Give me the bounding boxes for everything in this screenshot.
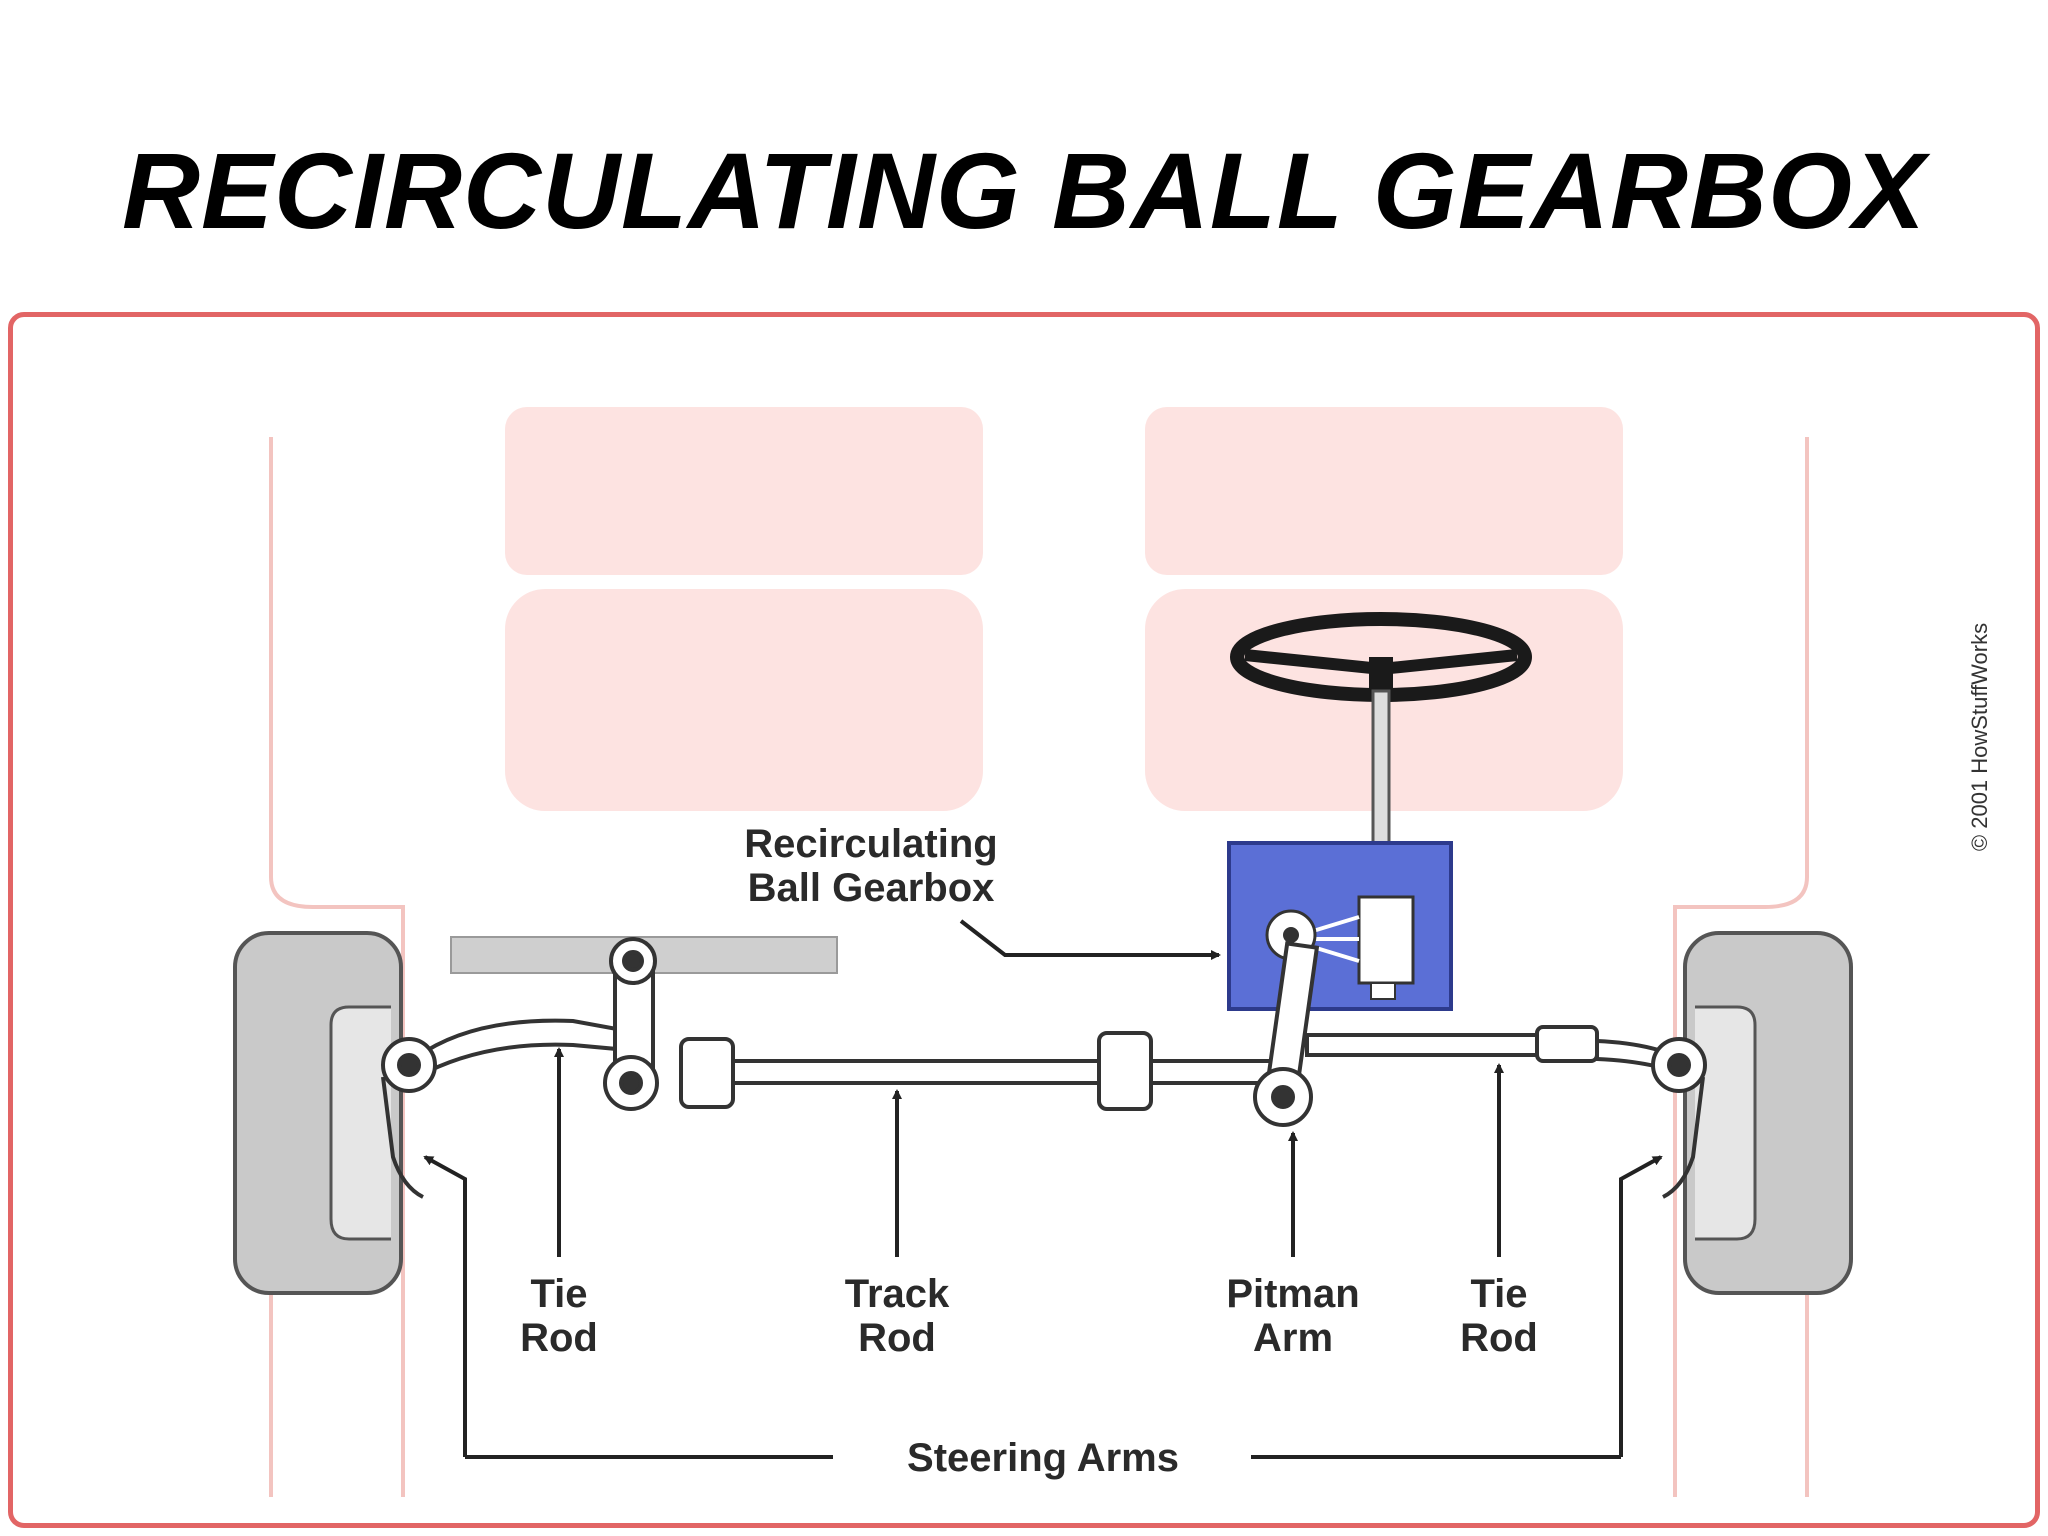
recirculating-ball-gearbox <box>1227 841 1453 1011</box>
label-tie-rod-left-line2: Rod <box>520 1316 598 1360</box>
callout-arrows <box>423 919 1663 1459</box>
label-pitman-arm-line2: Arm <box>1253 1316 1333 1360</box>
steering-arm-left <box>381 1076 424 1199</box>
seat-left <box>505 407 983 811</box>
label-track-rod-line1: Track <box>845 1272 950 1316</box>
tire-right <box>1683 931 1853 1295</box>
label-steering-arms: Steering Arms <box>907 1436 1179 1480</box>
tire-left <box>233 931 403 1295</box>
steering-arm-right <box>1662 1076 1705 1199</box>
label-tie-rod-right-line1: Tie <box>1470 1272 1527 1316</box>
diagram-frame: Recirculating Ball Gearbox Tie Rod Track… <box>8 312 2040 1528</box>
label-gearbox-line1: Recirculating <box>744 822 997 866</box>
tie-rod-left <box>415 1018 619 1081</box>
label-pitman-arm-line1: Pitman <box>1226 1272 1359 1316</box>
label-track-rod-line2: Rod <box>858 1316 936 1360</box>
steering-linkage <box>381 937 1707 1199</box>
copyright-notice: © 2001 HowStuffWorks <box>1967 623 1992 851</box>
label-tie-rod-left-line1: Tie <box>530 1272 587 1316</box>
steering-diagram: Recirculating Ball Gearbox Tie Rod Track… <box>233 407 1992 1497</box>
tie-rod-right <box>1305 1033 1541 1057</box>
track-rod <box>723 1059 1281 1085</box>
slide-title: RECIRCULATING BALL GEARBOX <box>122 130 1926 251</box>
label-gearbox-line2: Ball Gearbox <box>748 866 995 910</box>
label-tie-rod-right-line2: Rod <box>1460 1316 1538 1360</box>
